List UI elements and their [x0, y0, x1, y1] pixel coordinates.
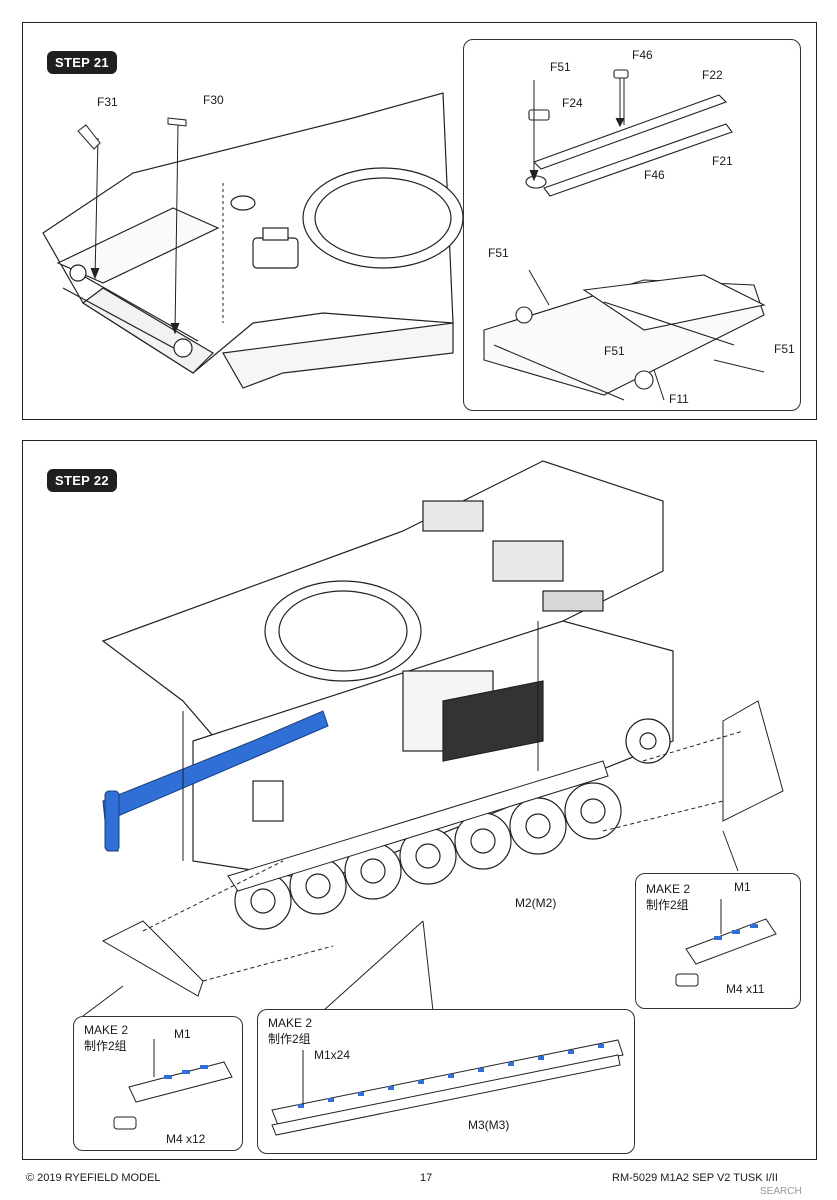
label-f22: F22	[702, 68, 723, 82]
step22-panel: STEP 22	[22, 440, 817, 1160]
step21-inset-panel: F51 F46 F22 F24 F21 F46 F51 F51 F51 F11	[463, 39, 801, 411]
make2-left-panel: MAKE 2 制作2组 M1 M4 x12	[73, 1016, 243, 1151]
footer-page-number: 17	[420, 1172, 433, 1184]
label-f24: F24	[562, 96, 583, 110]
make2-left-title: MAKE 2	[84, 1023, 129, 1037]
label-m1-right: M1	[734, 880, 751, 894]
label-f21: F21	[712, 154, 733, 168]
step21-hull-drawing	[42, 92, 464, 389]
label-f46-bottom: F46	[644, 168, 665, 182]
make2-mid-title: MAKE 2	[268, 1016, 313, 1030]
make2-right-title: MAKE 2	[646, 882, 691, 896]
step21-panel: STEP 21 F31 F30	[22, 22, 817, 420]
footer-product: RM-5029 M1A2 SEP V2 TUSK I/II	[612, 1172, 778, 1184]
label-m1-left: M1	[174, 1027, 191, 1041]
m4-x11-drawing	[675, 899, 777, 987]
label-f31: F31	[97, 95, 118, 109]
make2-right-panel: MAKE 2 制作2组 M1 M4 x11	[635, 873, 801, 1009]
label-f51-mid: F51	[604, 344, 625, 358]
step22-hull-drawing	[82, 460, 784, 1017]
step21-inset-drawing	[483, 69, 766, 401]
label-f46-top: F46	[632, 48, 653, 62]
make2-mid-panel: MAKE 2 制作2组 M1x24 M3(M3)	[257, 1009, 635, 1154]
label-f51-left: F51	[488, 246, 509, 260]
label-m2: M2(M2)	[515, 896, 557, 910]
make2-right-zh: 制作2组	[646, 898, 689, 912]
label-m4-x11: M4 x11	[726, 982, 765, 996]
footer-watermark: SEARCH	[760, 1186, 802, 1197]
label-m4-x12: M4 x12	[166, 1132, 206, 1146]
make2-left-zh: 制作2组	[84, 1039, 127, 1053]
step22-badge: STEP 22	[47, 469, 117, 492]
make2-mid-zh: 制作2组	[268, 1032, 311, 1046]
label-f11: F11	[669, 392, 689, 406]
label-f30: F30	[203, 93, 224, 107]
step21-badge: STEP 21	[47, 51, 117, 74]
label-m3: M3(M3)	[468, 1118, 510, 1132]
m4-x12-drawing	[113, 1039, 233, 1130]
m3-track-drawing	[271, 1039, 624, 1136]
label-m1x24: M1x24	[314, 1048, 351, 1062]
m1-pins	[298, 1044, 604, 1108]
footer-copyright: © 2019 RYEFIELD MODEL	[26, 1172, 161, 1184]
label-f51-right: F51	[774, 342, 795, 356]
label-f51-top: F51	[550, 60, 571, 74]
